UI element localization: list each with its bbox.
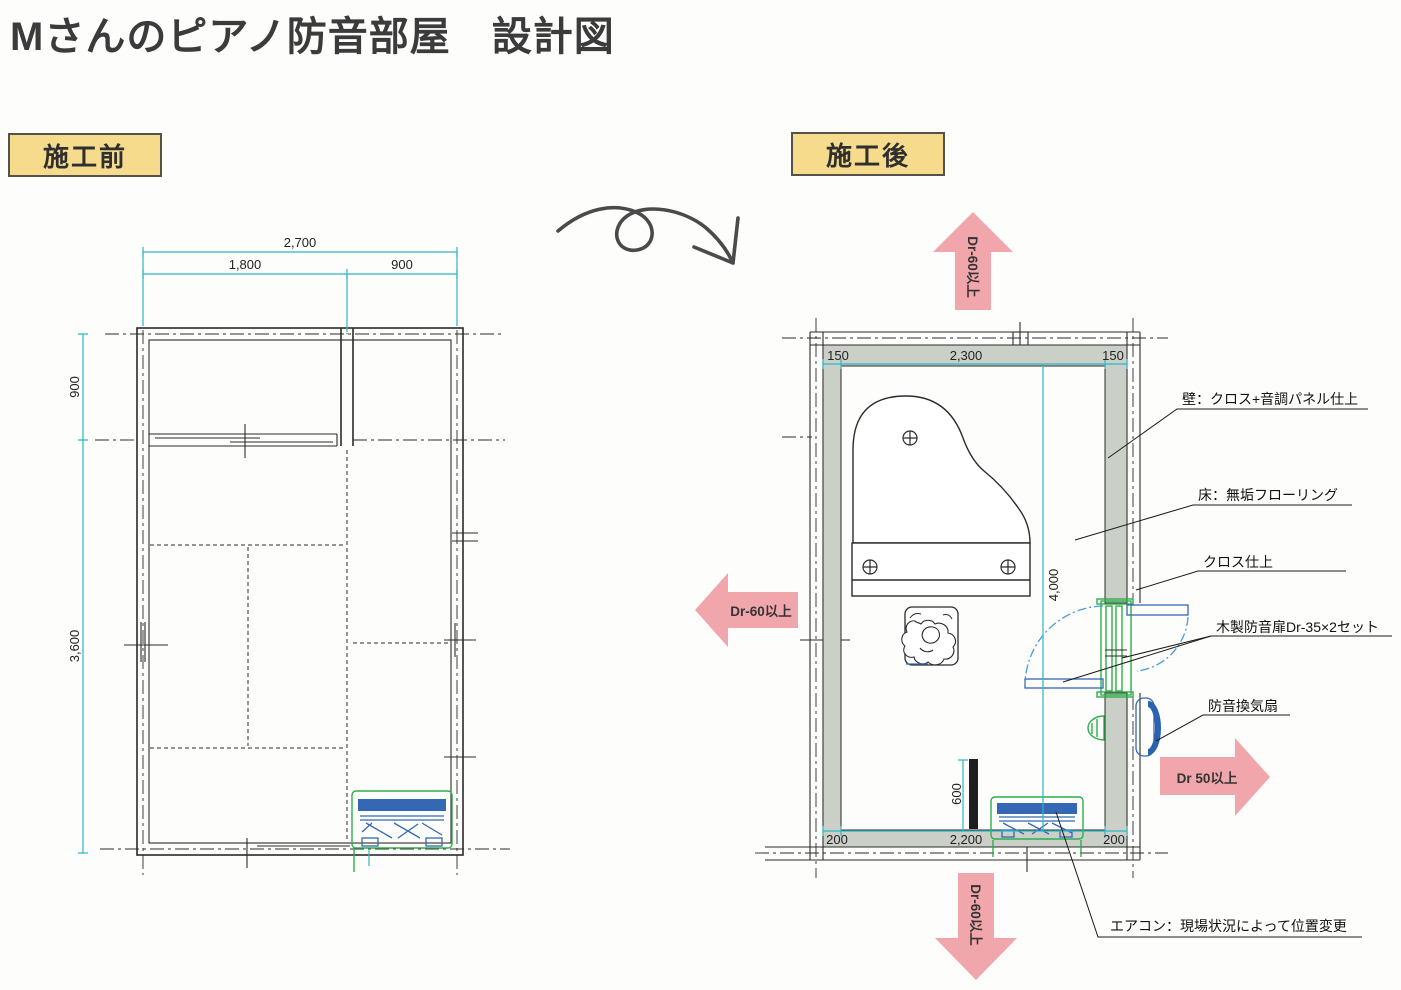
dim-before-main-depth: 3,600: [67, 630, 82, 663]
dim-after-room-length: 4,000: [1046, 569, 1061, 602]
before-dimensions: 2,700 1,800 900 900 3,600: [67, 235, 458, 854]
after-aircon: [990, 796, 1084, 857]
arrow-up: [933, 212, 1013, 310]
piano-casters: [862, 430, 1016, 575]
note-cloth-finish: クロス仕上: [1203, 554, 1273, 570]
transition-arrow: [556, 205, 740, 265]
dim-before-top-depth: 900: [67, 376, 82, 398]
dim-after-panel-height: 600: [949, 783, 964, 805]
arrow-down-label: Dr-60以上: [968, 884, 983, 946]
acoustic-panel: [969, 759, 978, 829]
note-aircon-position: エアコン：現場状況によって位置変更: [1110, 918, 1347, 934]
arrow-up-label: Dr-60以上: [965, 236, 980, 298]
arrow-down: [935, 873, 1017, 980]
dim-after-bottom-wall-left: 200: [826, 832, 848, 847]
dim-before-left-width: 1,800: [229, 257, 262, 272]
ventilation-fan: [1087, 697, 1161, 757]
label-before-construction: 施工前: [8, 133, 162, 177]
dim-after-wall-right: 150: [1102, 348, 1124, 363]
sound-insulation-arrows: Dr-60以上 Dr-60以上 Dr 50以上 Dr-60以上: [695, 212, 1270, 980]
arrow-left: [695, 573, 798, 647]
outer-door-swing-arc: [1136, 616, 1189, 672]
note-soundproof-door: 木製防音扉Dr-35×2セット: [1216, 619, 1379, 635]
piano-bench-player: [901, 606, 959, 666]
grand-piano: [851, 395, 1031, 597]
after-annotations: 壁：クロス+音調パネル仕上 床：無垢フローリング クロス仕上 木製防音扉Dr-3…: [1055, 391, 1392, 938]
label-after-construction: 施工後: [791, 132, 945, 176]
page-title: Mさんのピアノ防音部屋 設計図: [10, 15, 615, 59]
after-centerlines: [755, 318, 1168, 878]
dim-after-wall-left: 150: [827, 348, 849, 363]
inner-door-leaf-open: [1024, 678, 1104, 689]
after-dimensions: 150 2,300 150 4,000 600 200 2,200 200: [822, 348, 1128, 847]
before-plan: 2,700 1,800 900 900 3,600: [67, 235, 510, 875]
before-walls: [124, 327, 478, 868]
outer-door-leaf-open: [1126, 604, 1189, 616]
note-floor-finish: 床：無垢フローリング: [1198, 487, 1338, 503]
arrow-right: [1160, 738, 1270, 816]
dim-before-total-width: 2,700: [284, 235, 317, 250]
inner-door-swing-arc: [1024, 605, 1104, 685]
arrow-right-label: Dr 50以上: [1177, 771, 1238, 786]
before-aircon: [351, 790, 453, 872]
dim-before-right-width: 900: [391, 257, 413, 272]
before-tatami-lines: [150, 450, 449, 841]
note-wall-finish: 壁：クロス+音調パネル仕上: [1182, 391, 1358, 407]
before-centerlines: [95, 305, 510, 875]
arrow-left-label: Dr-60以上: [730, 604, 792, 619]
dim-after-bottom-wall-right: 200: [1103, 832, 1125, 847]
dim-after-bottom-inner: 2,200: [950, 832, 983, 847]
note-ventilation-fan: 防音換気扇: [1208, 698, 1278, 714]
after-plan: 150 2,300 150 4,000 600 200 2,200 200 Dr…: [695, 212, 1392, 980]
dim-after-inner-width: 2,300: [950, 348, 983, 363]
soundproof-door: [1024, 598, 1189, 698]
